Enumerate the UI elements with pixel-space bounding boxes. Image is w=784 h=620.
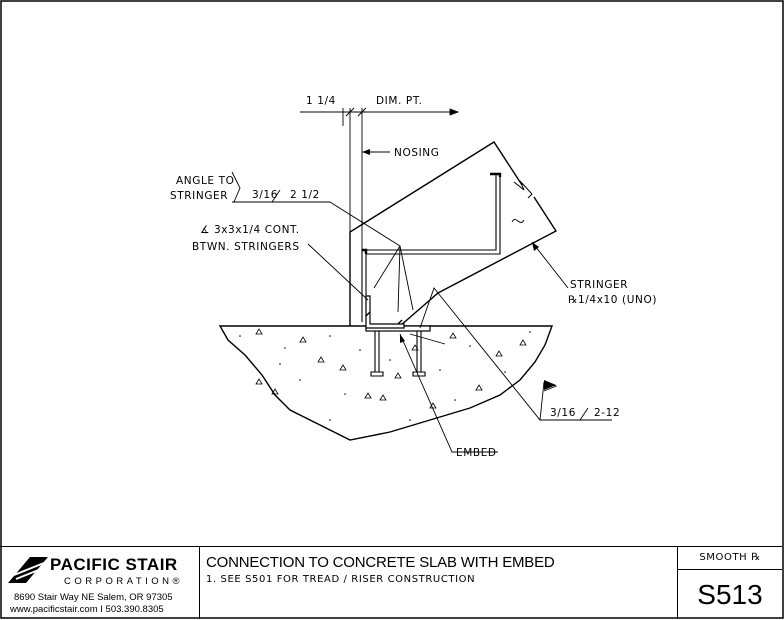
dim-right-label: DIM. PT. [376, 95, 423, 107]
title-cell: CONNECTION TO CONCRETE SLAB WITH EMBED 1… [200, 547, 678, 619]
weld-symbol-top [231, 171, 414, 313]
company-contact: www.pacificstair.com I 503.390.8305 [10, 604, 164, 615]
stringer-label: STRINGER [570, 279, 628, 291]
sheet-number: S513 [697, 579, 763, 610]
weld-top-size: 3/16 [252, 189, 278, 201]
riser-nose [362, 248, 368, 254]
weld-bottom-length: 2-12 [594, 407, 620, 419]
company-logo-icon [8, 557, 48, 583]
stringer-leader [531, 241, 569, 289]
embed-arrow [400, 334, 405, 343]
stringer-label-2: ℞1/4x10 (UNO) [568, 294, 657, 306]
embed-leader [399, 333, 498, 453]
nosing-label: NOSING [394, 147, 439, 159]
registered-mark: ® [172, 576, 180, 587]
drawing-note: 1. SEE S501 FOR TREAD / RISER CONSTRUCTI… [206, 574, 476, 585]
concrete-aggregate [255, 328, 527, 409]
dim-left-label: 1 1/4 [306, 95, 336, 107]
angle-spec-label: ∡ 3x3x1/4 CONT. [200, 224, 300, 236]
embed-studs [370, 331, 426, 377]
bottom-weld-leader [409, 287, 612, 421]
angle-to-stringer-label: ANGLE TO [176, 175, 234, 187]
concrete-dots [239, 331, 531, 421]
drawing-title: CONNECTION TO CONCRETE SLAB WITH EMBED [206, 554, 555, 571]
weld-flag [544, 380, 556, 390]
title-block: PACIFIC STAIR CORPORATION® 8690 Stair Wa… [0, 546, 782, 619]
angle-bracket [365, 295, 405, 329]
break-curve [511, 218, 525, 224]
company-name: PACIFIC STAIR [50, 555, 178, 574]
company-subtitle: CORPORATION® [64, 576, 180, 587]
embed-label: EMBED [456, 447, 497, 459]
break-line [513, 180, 533, 199]
angle-spec-label-2: BTWN. STRINGERS [192, 241, 300, 253]
weld-top-length: 2 1/2 [290, 189, 320, 201]
dimension-line [300, 107, 460, 326]
sheet-info-cell: SMOOTH ℞ S513 [678, 547, 782, 619]
angle-to-stringer-label-2: STRINGER [170, 190, 228, 202]
nosing-arrow [362, 149, 370, 155]
concrete-slab [218, 325, 554, 441]
angle-fillet [365, 311, 403, 325]
angle-spec-leader [307, 243, 369, 301]
company-logo-cell: PACIFIC STAIR CORPORATION® 8690 Stair Wa… [0, 547, 200, 619]
company-address: 8690 Stair Way NE Salem, OR 97305 [14, 592, 173, 603]
weld-bottom-size: 3/16 [550, 407, 576, 419]
drawing-category: SMOOTH ℞ [678, 547, 782, 570]
stringer-arrow [532, 242, 539, 251]
tread-nose-top [490, 172, 502, 177]
